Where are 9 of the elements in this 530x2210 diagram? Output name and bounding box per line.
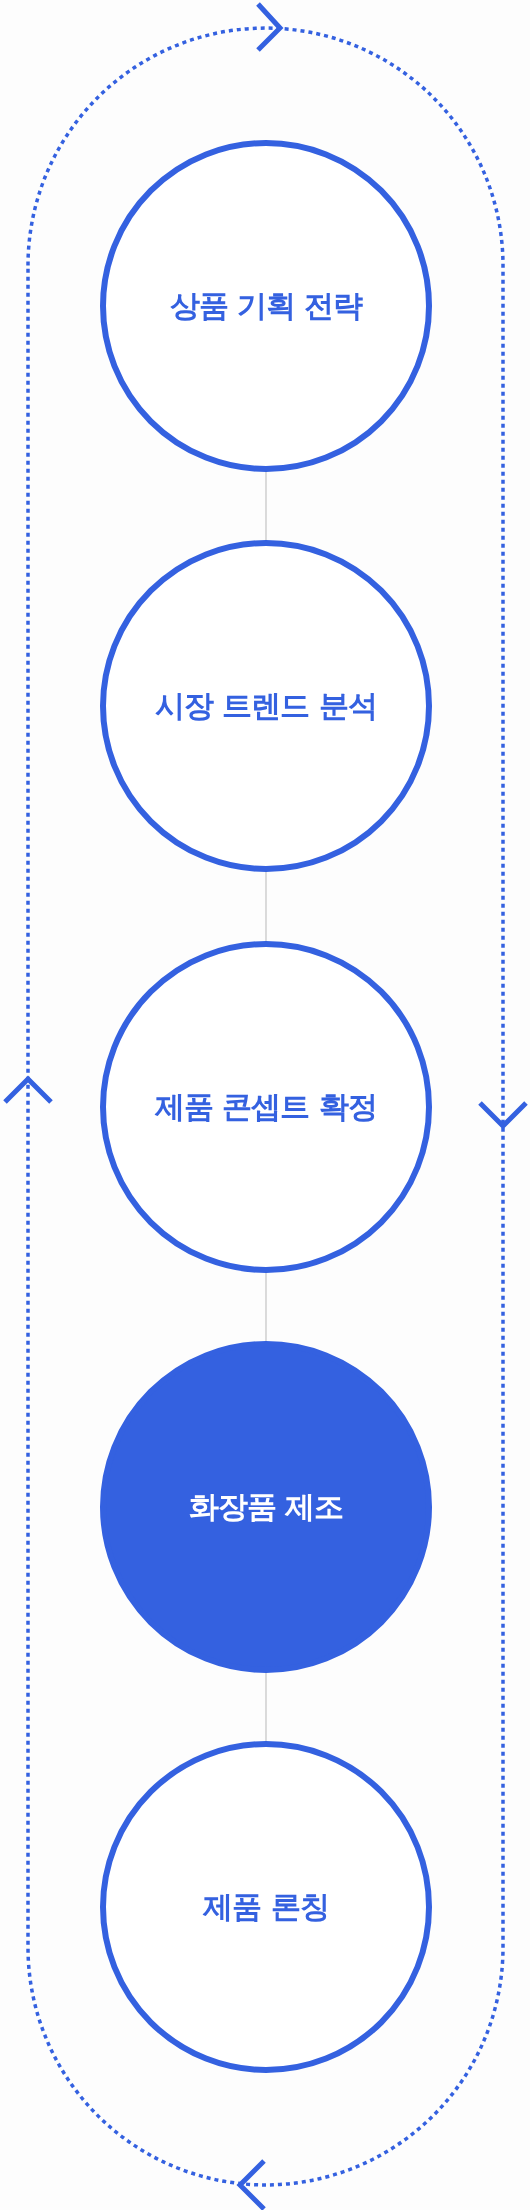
step-label: 상품 기획 전략 xyxy=(169,286,363,325)
step-label: 제품 론칭 xyxy=(203,1887,329,1926)
connector-line xyxy=(265,1272,267,1342)
step-label: 화장품 제조 xyxy=(188,1487,344,1526)
connector-line xyxy=(265,1672,267,1742)
connector-line xyxy=(265,871,267,942)
step-label: 시장 트렌드 분석 xyxy=(155,686,377,725)
step-label: 제품 콘셉트 확정 xyxy=(155,1087,377,1126)
connector-line xyxy=(265,471,267,541)
